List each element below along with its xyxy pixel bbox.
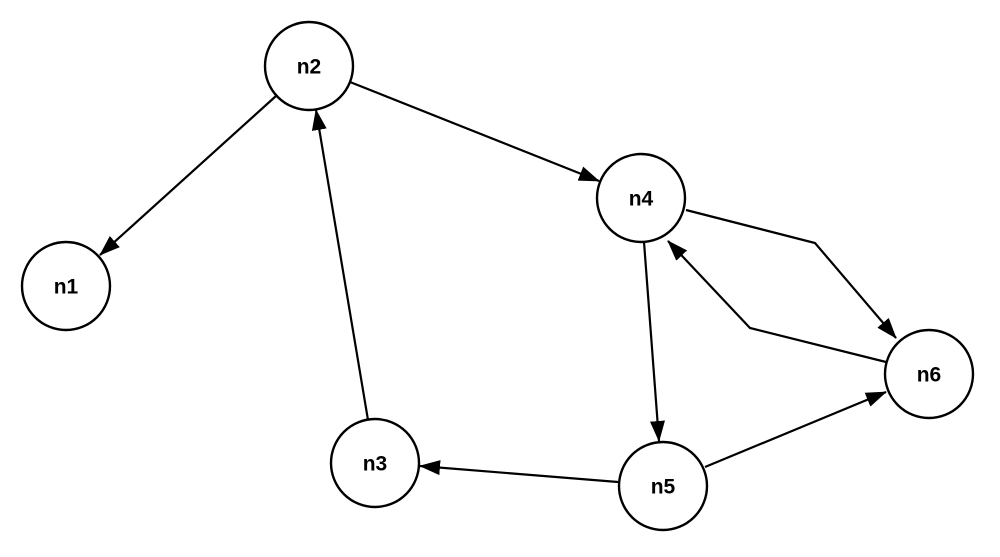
- node-n5: n5: [617, 440, 709, 532]
- node-n3-label: n3: [363, 453, 388, 476]
- node-n2: n2: [263, 20, 355, 112]
- node-n1-label: n1: [54, 276, 79, 299]
- edge-n4-n5: [642, 241, 665, 442]
- node-n3: n3: [329, 417, 421, 509]
- edge-n6-n4: [667, 240, 887, 364]
- node-n6-circle: [883, 328, 975, 420]
- edges-layer: [99, 80, 897, 484]
- node-n2-circle: [263, 20, 355, 112]
- nodes-layer: n1 n2 n3 n4 n5 n6: [20, 20, 975, 532]
- node-n4-label: n4: [629, 188, 654, 211]
- node-n3-circle: [329, 417, 421, 509]
- edge-n2-n4: [349, 80, 600, 183]
- edge-n3-n2: [311, 109, 370, 421]
- node-n1: n1: [20, 240, 112, 332]
- node-n5-label: n5: [651, 476, 676, 499]
- node-n4-circle: [595, 152, 687, 244]
- node-n6-label: n6: [917, 364, 942, 387]
- node-n6: n6: [883, 328, 975, 420]
- node-n5-circle: [617, 440, 709, 532]
- node-n2-label: n2: [297, 56, 322, 79]
- edge-n4-n6: [685, 208, 897, 339]
- node-n1-circle: [20, 240, 112, 332]
- edge-n2-n1: [99, 95, 277, 256]
- edge-n5-n6: [704, 390, 887, 469]
- node-n4: n4: [595, 152, 687, 244]
- edge-n5-n3: [419, 460, 619, 484]
